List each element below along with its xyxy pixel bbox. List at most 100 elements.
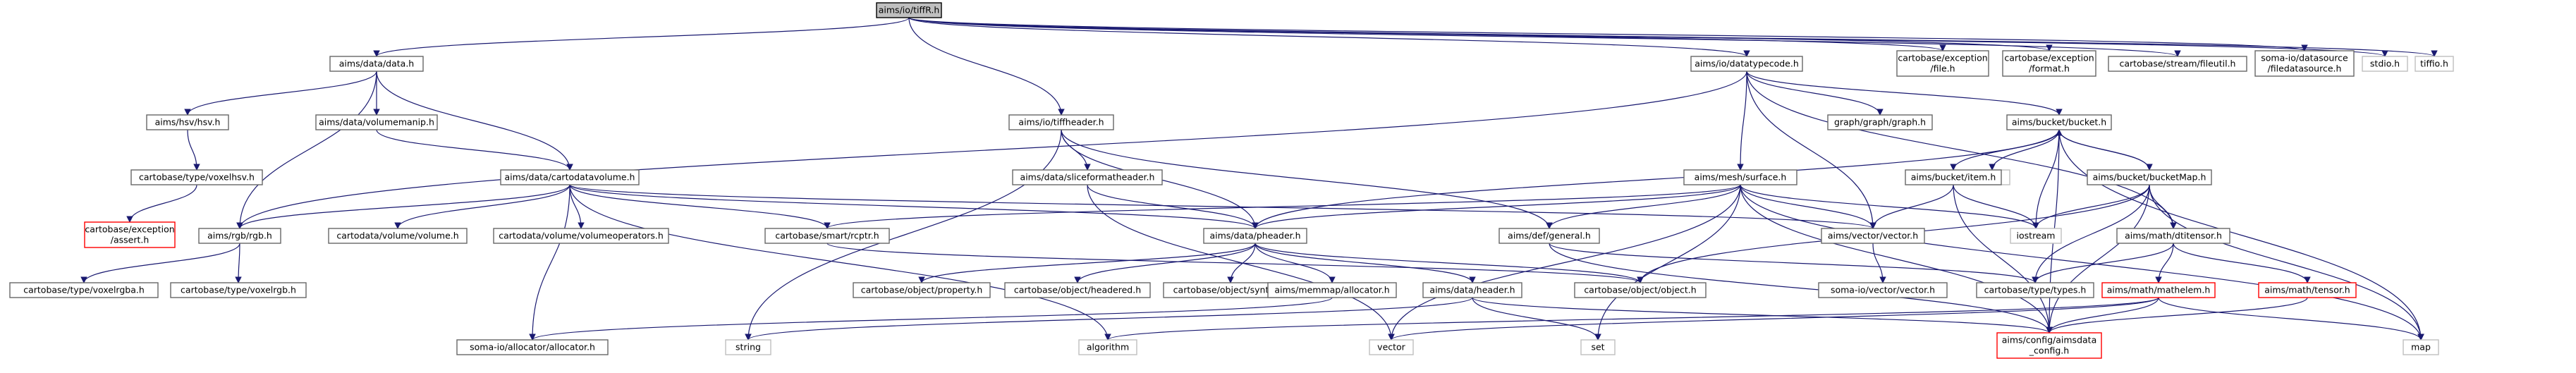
edge-dataheader-to-string bbox=[745, 297, 1473, 341]
node-object[interactable]: cartobase/object/object.h bbox=[1574, 282, 1707, 298]
node-label-string: string bbox=[735, 342, 761, 353]
node-box-property bbox=[853, 282, 991, 298]
node-volumemanip[interactable]: aims/data/volumemanip.h bbox=[315, 114, 438, 130]
node-filedatasource[interactable]: soma-io/datasource/filedatasource.h bbox=[2254, 50, 2355, 77]
node-box-tiffheader bbox=[1008, 114, 1114, 130]
edge-item-to-aimsdata_config bbox=[1953, 184, 2053, 334]
edge-bucketmap-to-map bbox=[2149, 184, 2424, 341]
edge-bucket-to-map bbox=[2058, 129, 2424, 341]
node-label-volumemanip: aims/data/volumemanip.h bbox=[319, 117, 434, 128]
node-box-cartodatavolume bbox=[500, 169, 640, 185]
edge-surface-to-vector_std bbox=[1388, 184, 1741, 341]
node-assert[interactable]: cartobase/exception/assert.h bbox=[84, 221, 176, 248]
node-label-vector_std: vector bbox=[1377, 342, 1406, 353]
node-label-assert-line-1: /assert.h bbox=[111, 235, 149, 245]
node-surface[interactable]: aims/mesh/surface.h bbox=[1683, 169, 1797, 185]
node-box-data_h bbox=[329, 56, 424, 72]
node-label-item: aims/bucket/item.h bbox=[1911, 172, 1996, 183]
node-volumeoperators[interactable]: cartodata/volume/volumeoperators.h bbox=[493, 228, 669, 244]
node-box-filedatasource bbox=[2254, 50, 2355, 77]
node-types[interactable]: cartobase/type/types.h bbox=[1976, 282, 2094, 298]
node-rcptr[interactable]: cartobase/smart/rcptr.h bbox=[764, 228, 890, 244]
edge-surface-to-iostream bbox=[1740, 184, 2039, 229]
node-iostream: iostream bbox=[2010, 228, 2062, 244]
edge-datatypecode-to-bucket bbox=[1746, 71, 2063, 116]
edge-rcptr-to-object bbox=[826, 243, 1644, 283]
node-bucketmap[interactable]: aims/bucket/bucketMap.h bbox=[2087, 169, 2212, 185]
node-label-general: aims/def/general.h bbox=[1508, 231, 1591, 241]
node-dataheader[interactable]: aims/data/header.h bbox=[1422, 282, 1522, 298]
edge-general-to-aimsdata_config bbox=[1549, 243, 2053, 334]
node-vector_h[interactable]: aims/vector/vector.h bbox=[1821, 228, 1925, 244]
node-label-aimsdata_config-line-1: _config.h bbox=[2029, 346, 2069, 356]
edge-root-to-datatypecode bbox=[908, 17, 1750, 57]
node-aimsdata_config[interactable]: aims/config/aimsdata_config.h bbox=[1996, 332, 2102, 359]
node-box-surface bbox=[1683, 169, 1797, 185]
edge-cartodatavolume-to-allocator bbox=[529, 184, 570, 341]
node-voxelrgba[interactable]: cartobase/type/voxelrgba.h bbox=[9, 282, 159, 298]
node-general[interactable]: aims/def/general.h bbox=[1498, 228, 1600, 244]
node-box-voxelrgb bbox=[170, 282, 307, 298]
node-sliceformat[interactable]: aims/data/sliceformatheader.h bbox=[1012, 169, 1163, 185]
node-box-volumeoperators bbox=[493, 228, 669, 244]
node-box-datatypecode bbox=[1690, 56, 1803, 72]
edge-dataheader-to-set bbox=[1472, 297, 1601, 341]
edge-data_h-to-cartodatavolume bbox=[376, 71, 573, 171]
node-voxelrgb[interactable]: cartobase/type/voxelrgb.h bbox=[170, 282, 307, 298]
node-data_h[interactable]: aims/data/data.h bbox=[329, 56, 424, 72]
node-box-algorithm bbox=[1078, 339, 1137, 355]
node-label-stdio: stdio.h bbox=[2370, 59, 2400, 69]
node-property[interactable]: cartobase/object/property.h bbox=[853, 282, 991, 298]
node-box-general bbox=[1498, 228, 1600, 244]
node-datatypecode[interactable]: aims/io/datatypecode.h bbox=[1690, 56, 1803, 72]
node-label-rgb: aims/rgb/rgb.h bbox=[207, 231, 272, 241]
edge-dataheader-to-aimsdata_config bbox=[1472, 297, 2053, 334]
node-voxelhsv[interactable]: cartobase/type/voxelhsv.h bbox=[130, 169, 263, 185]
node-somavector[interactable]: soma-io/vector/vector.h bbox=[1818, 282, 1948, 298]
node-box-sliceformat bbox=[1012, 169, 1163, 185]
node-tensor[interactable]: aims/math/tensor.h bbox=[2258, 282, 2357, 298]
node-syntax[interactable]: cartobase/object/syntax.h bbox=[1163, 282, 1298, 298]
node-mathelem[interactable]: aims/math/mathelem.h bbox=[2101, 282, 2216, 298]
node-label-assert-line-0: cartobase/exception bbox=[85, 224, 174, 235]
node-box-tiffio bbox=[2415, 56, 2454, 72]
edge-sliceformat-to-vector_std bbox=[1087, 184, 1395, 341]
node-rgb[interactable]: aims/rgb/rgb.h bbox=[198, 228, 281, 244]
node-label-tiffio: tiffio.h bbox=[2420, 59, 2448, 69]
node-root[interactable]: aims/io/tiffR.h bbox=[876, 2, 942, 18]
node-label-tiffheader: aims/io/tiffheader.h bbox=[1018, 117, 1104, 128]
node-fileutil[interactable]: cartobase/stream/fileutil.h bbox=[2108, 56, 2247, 72]
node-dtitensor[interactable]: aims/math/dtitensor.h bbox=[2116, 228, 2230, 244]
node-label-datatypecode: aims/io/datatypecode.h bbox=[1695, 59, 1799, 69]
node-cartodatavolume[interactable]: aims/data/cartodatavolume.h bbox=[500, 169, 640, 185]
node-exc_format[interactable]: cartobase/exception/format.h bbox=[2002, 50, 2096, 77]
node-label-graph_h: graph/graph/graph.h bbox=[1834, 117, 1926, 128]
node-stdio: stdio.h bbox=[2362, 56, 2408, 72]
node-exc_file[interactable]: cartobase/exception/file.h bbox=[1896, 50, 1989, 77]
edge-surface-to-map bbox=[1740, 184, 2424, 341]
node-label-exc_format-line-1: /format.h bbox=[2029, 63, 2070, 74]
node-label-bucketmap: aims/bucket/bucketMap.h bbox=[2093, 172, 2206, 183]
node-memmap[interactable]: aims/memmap/allocator.h bbox=[1267, 282, 1397, 298]
node-label-voxelrgba: cartobase/type/voxelrgba.h bbox=[23, 285, 145, 295]
node-box-voxelhsv bbox=[130, 169, 263, 185]
node-box-hsv bbox=[146, 114, 229, 130]
node-label-types: cartobase/type/types.h bbox=[1984, 285, 2087, 295]
node-bucket[interactable]: aims/bucket/bucket.h bbox=[2006, 114, 2112, 130]
node-graph_h[interactable]: graph/graph/graph.h bbox=[1827, 114, 1933, 130]
node-label-voxelrgb: cartobase/type/voxelrgb.h bbox=[181, 285, 296, 295]
node-hsv[interactable]: aims/hsv/hsv.h bbox=[146, 114, 229, 130]
node-box-bucketmap bbox=[2087, 169, 2212, 185]
node-box-item bbox=[1905, 169, 2002, 185]
node-headered[interactable]: cartobase/object/headered.h bbox=[1004, 282, 1151, 298]
node-tiffheader[interactable]: aims/io/tiffheader.h bbox=[1008, 114, 1114, 130]
node-label-pheader: aims/data/pheader.h bbox=[1209, 231, 1300, 241]
node-volume_h[interactable]: cartodata/volume/volume.h bbox=[328, 228, 468, 244]
node-allocator[interactable]: soma-io/allocator/allocator.h bbox=[456, 339, 609, 355]
edge-root-to-tiffio bbox=[908, 17, 2438, 57]
node-pheader[interactable]: aims/data/pheader.h bbox=[1203, 228, 1307, 244]
edge-item-to-vector_h bbox=[1869, 184, 1954, 229]
node-item[interactable]: aims/bucket/item.h bbox=[1905, 169, 2002, 185]
edge-cartodatavolume-to-volume_h bbox=[394, 184, 570, 229]
